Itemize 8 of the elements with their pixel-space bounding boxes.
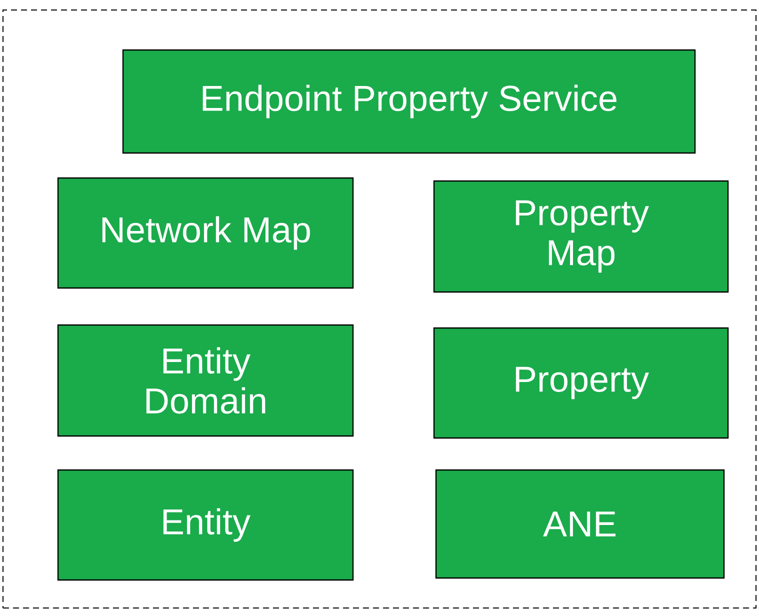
process-box: ANE	[435, 469, 725, 579]
process-box: Entity	[57, 469, 354, 581]
process-box: Property Map	[433, 180, 729, 293]
process-box: Property	[433, 327, 729, 439]
process-box: Network Map	[57, 177, 354, 289]
process-box: Endpoint Property Service	[122, 49, 696, 154]
process-box: Entity Domain	[57, 324, 354, 437]
dashed-frame	[2, 10, 756, 608]
